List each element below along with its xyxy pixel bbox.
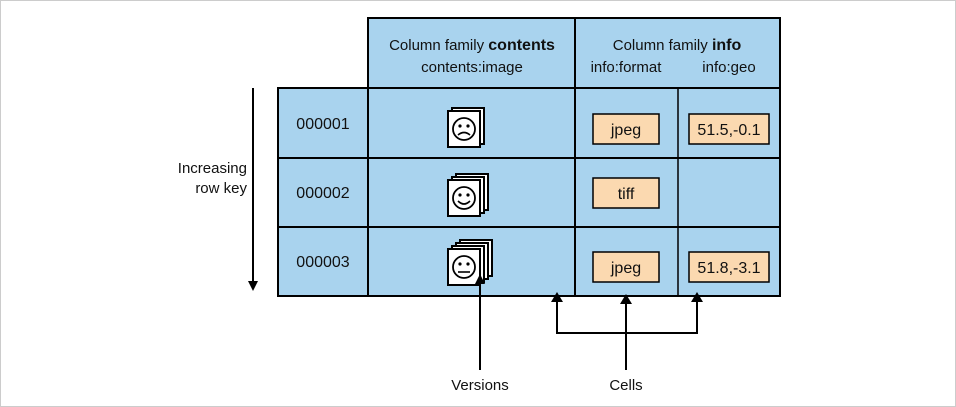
contents-image-qualifier: contents:image [421, 59, 523, 76]
row-key-1: 000001 [296, 116, 349, 133]
geo-cell-row-1: 51.5,-0.1 [688, 113, 770, 145]
versions-label: Versions [451, 377, 509, 394]
svg-text:51.5,-0.1: 51.5,-0.1 [697, 122, 760, 139]
smiley-face-icon [447, 173, 489, 217]
neutral-face-icon [447, 239, 493, 286]
cells-label: Cells [609, 377, 642, 394]
svg-text:jpeg: jpeg [610, 122, 641, 139]
row-key-2: 000002 [296, 185, 349, 202]
row-key-3: 000003 [296, 254, 349, 271]
axis-label-line-1: Increasing [178, 160, 247, 177]
svg-text:tiff: tiff [618, 186, 635, 203]
geo-cell-row-3: 51.8,-3.1 [688, 251, 770, 283]
info-family-label: Column family info [613, 37, 742, 54]
format-cell-row-3: jpeg [592, 251, 660, 283]
svg-text:51.8,-3.1: 51.8,-3.1 [697, 260, 760, 277]
contents-family-label: Column family contents [389, 37, 555, 54]
svg-text:jpeg: jpeg [610, 260, 641, 277]
cells-bracket [551, 292, 703, 370]
info-format-qualifier: info:format [591, 59, 663, 76]
info-geo-qualifier: info:geo [702, 59, 755, 76]
axis-label-line-2: row key [195, 180, 247, 197]
format-cell-row-2: tiff [592, 177, 660, 209]
format-cell-row-1: jpeg [592, 113, 660, 145]
sad-face-icon [447, 107, 485, 148]
